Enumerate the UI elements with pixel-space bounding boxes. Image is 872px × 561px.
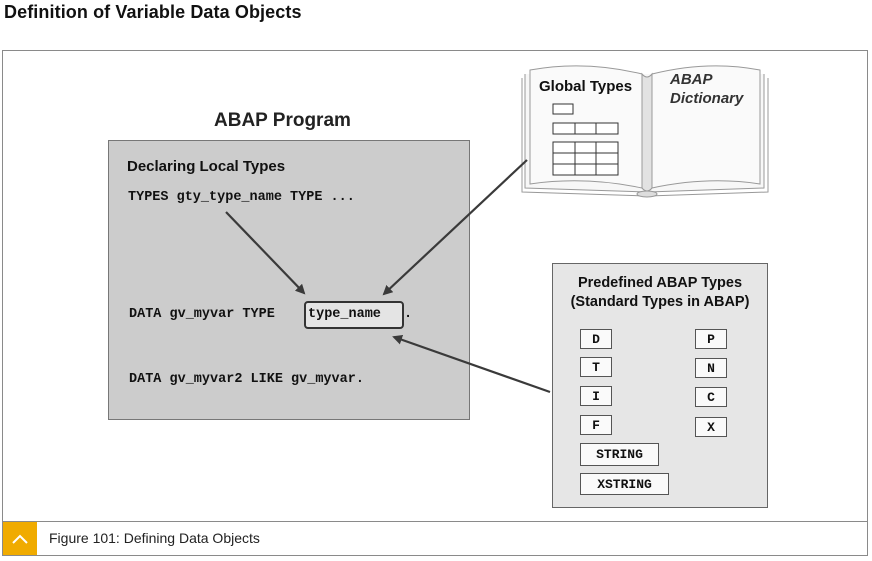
type-chip-c: C [695,387,727,407]
chevron-up-icon [12,534,28,544]
arrow-dictionary-to-type-name [382,159,528,296]
type-chip-i: I [580,386,612,406]
figure-caption-bar: Figure 101: Defining Data Objects [2,521,868,556]
type-name-placeholder: type_name [308,307,381,322]
predefined-types-title-line2: (Standard Types in ABAP) [570,294,750,310]
figure-caption: Figure 101: Defining Data Objects [49,530,260,546]
type-chip-xstring: XSTRING [580,473,669,495]
local-types-heading: Declaring Local Types [127,158,286,175]
type-chip-d: D [580,329,612,349]
data-like-statement: DATA gv_myvar2 LIKE gv_myvar. [129,372,364,387]
type-chip-p: P [695,329,727,349]
data-statement-prefix: DATA gv_myvar TYPE [129,307,283,322]
abap-dictionary-label: ABAP Dictionary [670,70,760,108]
abap-program-title: ABAP Program [214,110,351,131]
predefined-types-title-line1: Predefined ABAP Types [577,275,743,291]
abap-program-box [108,140,470,420]
types-statement: TYPES gty_type_name TYPE ... [128,190,355,205]
global-types-label: Global Types [539,78,633,95]
arrow-predefined-to-type-name [392,334,551,394]
caption-collapse-button[interactable] [3,522,37,555]
abap-dictionary-line2: Dictionary [670,90,744,107]
predefined-types-box [552,263,768,508]
predefined-types-title: Predefined ABAP Types (Standard Types in… [552,274,768,312]
type-chip-t: T [580,357,612,377]
type-chip-n: N [695,358,727,378]
type-chip-f: F [580,415,612,435]
abap-dictionary-line1: ABAP [670,71,713,88]
type-chip-x: X [695,417,727,437]
type-chip-string: STRING [580,443,659,466]
type-name-highlight-box [304,301,404,329]
page-title: Definition of Variable Data Objects [4,2,302,22]
arrow-local-types-to-type-name [225,211,306,295]
data-statement-suffix: . [404,307,413,322]
